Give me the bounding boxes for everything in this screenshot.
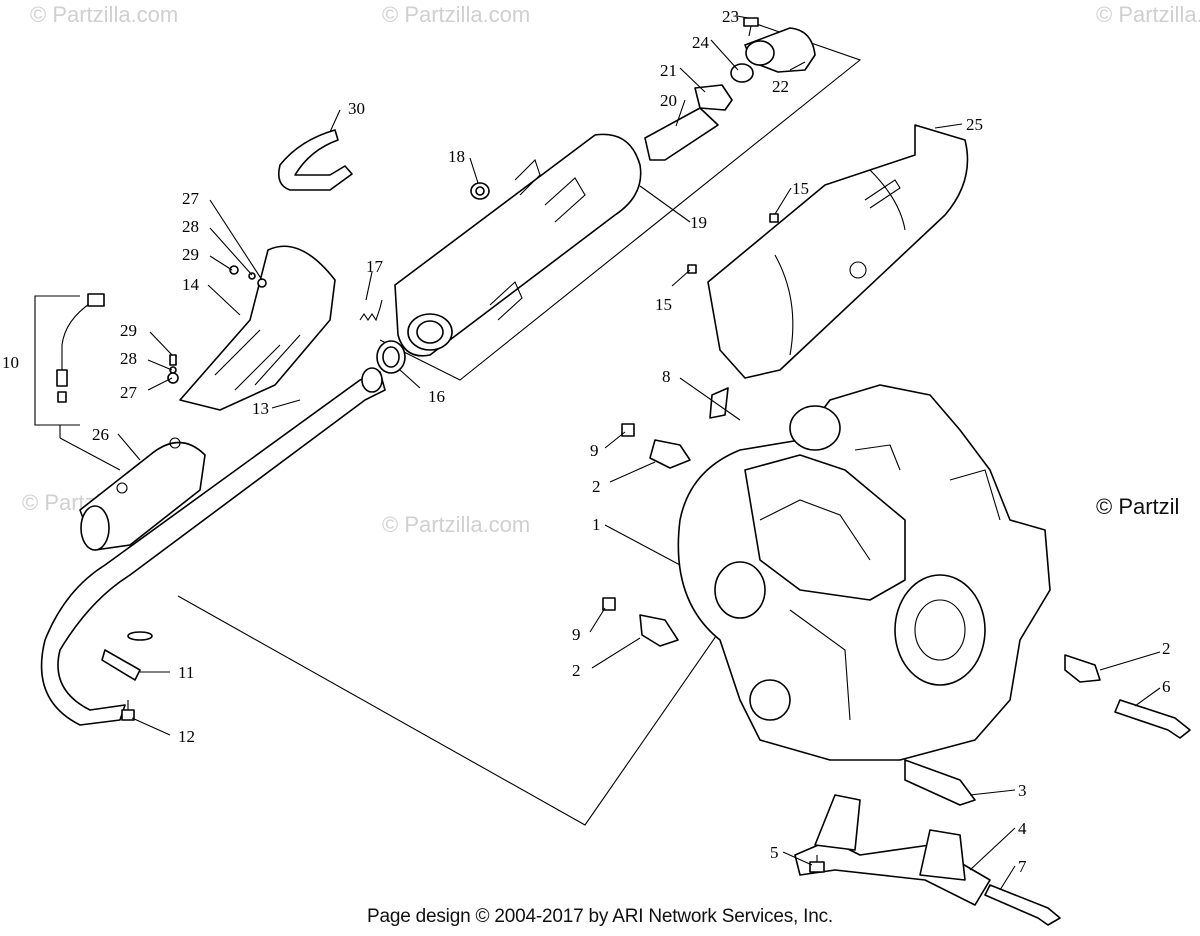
- part-1-engine: [677, 384, 1051, 761]
- callout-10: 10: [2, 353, 19, 372]
- callout-28: 28: [120, 349, 137, 368]
- callout-18: 18: [448, 147, 465, 166]
- part-22-elbow: [744, 27, 816, 73]
- callout-15: 15: [655, 295, 672, 314]
- part-28-washer: [248, 272, 256, 280]
- part-17-spring: [359, 299, 383, 322]
- callout-2: 2: [1162, 639, 1171, 658]
- part-9-nut: [602, 597, 616, 611]
- part-10-o2-sensor: [56, 293, 105, 403]
- callout-25: 25: [966, 115, 983, 134]
- part-29-screw: [229, 265, 239, 275]
- part-21-gasket: [694, 84, 733, 111]
- part-8-decal: [709, 387, 729, 419]
- part-7-bolt: [984, 884, 1061, 926]
- part-13-header-pipe: [40, 367, 386, 726]
- part-2-isolator: [649, 439, 691, 469]
- part-23-bolt: [743, 17, 759, 37]
- callout-22: 22: [772, 77, 789, 96]
- callout-3: 3: [1018, 781, 1027, 800]
- callout-28: 28: [182, 217, 199, 236]
- callout-20: 20: [660, 91, 677, 110]
- page-footer: Page design © 2004-2017 by ARI Network S…: [367, 906, 833, 927]
- callout-7: 7: [1018, 857, 1027, 876]
- callout-1: 1: [592, 515, 601, 534]
- part-19-muffler: [394, 133, 642, 357]
- watermark: © Partzilla.com: [382, 512, 530, 537]
- callout-2: 2: [572, 661, 581, 680]
- part-12-bolt: [121, 700, 135, 721]
- part-20-tailpipe: [644, 107, 719, 161]
- part-16-ring: [376, 340, 406, 374]
- callout-27: 27: [182, 189, 200, 208]
- callout-11: 11: [178, 663, 194, 682]
- part-25-heat-shield: [707, 124, 969, 379]
- callout-13: 13: [252, 399, 269, 418]
- part-27-spacer: [167, 372, 179, 384]
- callout-14: 14: [182, 275, 200, 294]
- watermark: © Partzilla.com: [30, 2, 178, 27]
- part-30-strap: [277, 129, 353, 191]
- callout-16: 16: [428, 387, 445, 406]
- part-4-bracket: [794, 794, 991, 906]
- group-bracket-10: [34, 295, 80, 426]
- callout-9: 9: [590, 441, 599, 460]
- part-18-grommet: [470, 182, 490, 200]
- group-bracket-line: [177, 589, 749, 826]
- callout-24: 24: [692, 33, 710, 52]
- callout-labels: 23 24 21 22 20 25 18 19 15 15 30 27 28 2…: [2, 7, 1171, 876]
- part-2-isolator: [639, 614, 679, 647]
- callout-4: 4: [1018, 819, 1027, 838]
- part-5-bolt: [809, 855, 825, 873]
- part-15-screw: [687, 264, 697, 274]
- part-29-screw: [169, 354, 177, 366]
- part-2-isolator: [1064, 654, 1101, 683]
- callout-27: 27: [120, 383, 138, 402]
- part-15-screw: [769, 213, 779, 223]
- watermark: © Partzilla.com: [1096, 2, 1200, 27]
- part-26-heat-shield: [79, 437, 206, 551]
- callout-6: 6: [1162, 677, 1171, 696]
- part-3-isolator: [904, 759, 976, 806]
- part-6-bolt: [1114, 699, 1191, 739]
- callout-19: 19: [690, 213, 707, 232]
- callout-26: 26: [92, 425, 109, 444]
- callout-9: 9: [572, 625, 581, 644]
- part-27-spacer: [257, 278, 267, 288]
- part-14-heat-shield: [179, 245, 336, 411]
- watermark: © Partzilla.com: [382, 2, 530, 27]
- callout-23: 23: [722, 7, 739, 26]
- leader-lines: [59, 15, 1161, 891]
- callout-17: 17: [366, 257, 384, 276]
- callout-5: 5: [770, 843, 779, 862]
- callout-15: 15: [792, 179, 809, 198]
- callout-21: 21: [660, 61, 677, 80]
- part-11-flange: [101, 631, 153, 681]
- callout-2: 2: [592, 477, 601, 496]
- watermark: © Partzil: [1096, 494, 1179, 519]
- part-9-nut: [621, 423, 635, 437]
- callout-30: 30: [348, 99, 365, 118]
- callout-12: 12: [178, 727, 195, 746]
- callout-29: 29: [182, 245, 199, 264]
- callout-29: 29: [120, 321, 137, 340]
- callout-8: 8: [662, 367, 671, 386]
